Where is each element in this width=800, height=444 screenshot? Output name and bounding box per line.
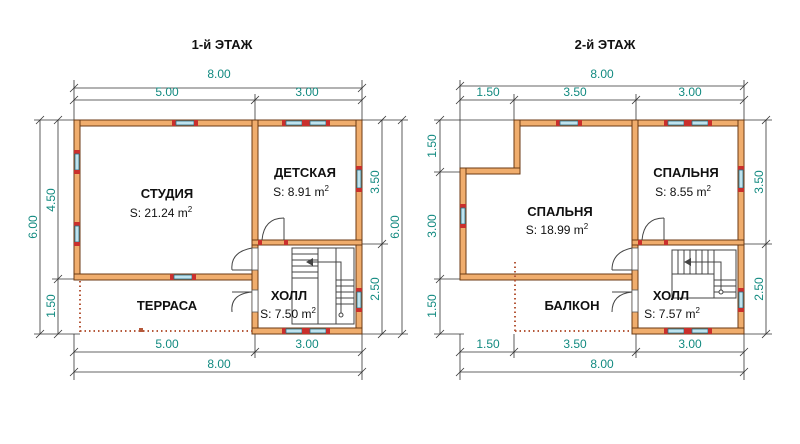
floor-2-doors [611,217,668,313]
dim-f2-left-bottom: 1.50 [425,294,439,318]
floor-1-title: 1-й ЭТАЖ [192,37,253,52]
floor-1-stairs [291,247,355,325]
dim-f2-top-mid: 3.50 [563,85,587,99]
room-hall-2: ХОЛЛ S: 7.57 m2 [644,288,700,321]
room-kids-area: S: 8.91 m2 [273,184,329,199]
dim-f2-left-top: 1.50 [425,134,439,158]
floor-2-windows [460,120,744,334]
dim-f1-bottom-right: 3.00 [295,337,319,351]
floor-2-dimensions-bottom: 1.50 3.50 3.00 8.00 [455,334,749,380]
floor-1-dimensions-right: 3.50 2.50 6.00 [362,115,408,339]
room-hall-1: ХОЛЛ S: 7.50 m2 [260,288,316,321]
floor-2-dimensions-left: 1.50 3.00 1.50 [425,115,514,339]
room-hall-1-name: ХОЛЛ [271,288,307,303]
dim-f2-top-right: 3.00 [678,85,702,99]
floor-1-plan: 1-й ЭТАЖ 8.00 5.00 3.00 5.00 3.00 8.00 [26,37,408,380]
dim-f2-bottom-left: 1.50 [476,337,500,351]
room-terrace-name: ТЕРРАСА [137,298,198,313]
dim-f1-right-total: 6.00 [388,215,402,239]
room-hall-2-area: S: 7.57 m2 [644,306,700,321]
dim-f2-right-upper: 3.50 [752,170,766,194]
room-hall-2-name: ХОЛЛ [653,288,689,303]
room-studio: СТУДИЯ S: 21.24 m2 [130,186,193,220]
room-hall-1-area: S: 7.50 m2 [260,306,316,321]
floor-1-windows [74,120,362,334]
dim-f2-left-mid: 3.00 [425,214,439,238]
room-kids: ДЕТСКАЯ S: 8.91 m2 [273,165,336,199]
floor-1-doors [231,217,288,313]
dim-f1-top-total: 8.00 [207,67,231,81]
room-balcony: БАЛКОН [545,298,600,313]
floor-2-stairs [671,249,737,299]
dim-f1-left-upper: 4.50 [44,188,58,212]
room-studio-area: S: 21.24 m2 [130,205,193,220]
floor-1-terrace-railing [79,281,252,332]
dim-f2-bottom-total: 8.00 [590,357,614,371]
dim-f1-bottom-left: 5.00 [155,337,179,351]
dim-f1-top-right: 3.00 [295,85,319,99]
room-bedroom-big-area: S: 18.99 m2 [526,222,589,237]
floor-2-plan: 2-й ЭТАЖ 8.00 1.50 3.50 3.00 [425,37,772,380]
dim-f1-left-lower: 1.50 [44,294,58,318]
dim-f2-top-total: 8.00 [590,67,614,81]
dim-f2-top-left: 1.50 [476,85,500,99]
room-bedroom-small-name: СПАЛЬНЯ [653,165,718,180]
floor-2-dimensions-right: 3.50 2.50 [744,115,772,339]
floor-2-title: 2-й ЭТАЖ [575,37,636,52]
dim-f1-right-upper: 3.50 [368,170,382,194]
dim-f1-bottom-total: 8.00 [207,357,231,371]
room-balcony-name: БАЛКОН [545,298,600,313]
floor-2-balcony-railing [514,262,632,332]
dim-f1-right-lower: 2.50 [368,277,382,301]
room-studio-name: СТУДИЯ [141,186,193,201]
room-bedroom-small: СПАЛЬНЯ S: 8.55 m2 [653,165,718,199]
floor-1-dimensions-top: 8.00 5.00 3.00 [69,67,367,120]
floor-2-dimensions-top: 8.00 1.50 3.50 3.00 [455,67,749,168]
room-kids-name: ДЕТСКАЯ [274,165,336,180]
room-terrace: ТЕРРАСА [137,298,198,313]
dim-f2-bottom-mid: 3.50 [563,337,587,351]
floor-1-dimensions-bottom: 5.00 3.00 8.00 [69,334,367,380]
dim-f2-bottom-right: 3.00 [678,337,702,351]
floor-1-dimensions-left: 6.00 4.50 1.50 [26,115,80,339]
floor-2-walls [459,119,745,335]
dim-f1-top-left: 5.00 [155,85,179,99]
room-bedroom-big-name: СПАЛЬНЯ [527,204,592,219]
room-bedroom-big: СПАЛЬНЯ S: 18.99 m2 [526,204,593,237]
dim-f1-left-total: 6.00 [26,215,40,239]
floor-1-walls [73,119,363,335]
room-bedroom-small-area: S: 8.55 m2 [655,184,711,199]
dim-f2-right-lower: 2.50 [752,277,766,301]
